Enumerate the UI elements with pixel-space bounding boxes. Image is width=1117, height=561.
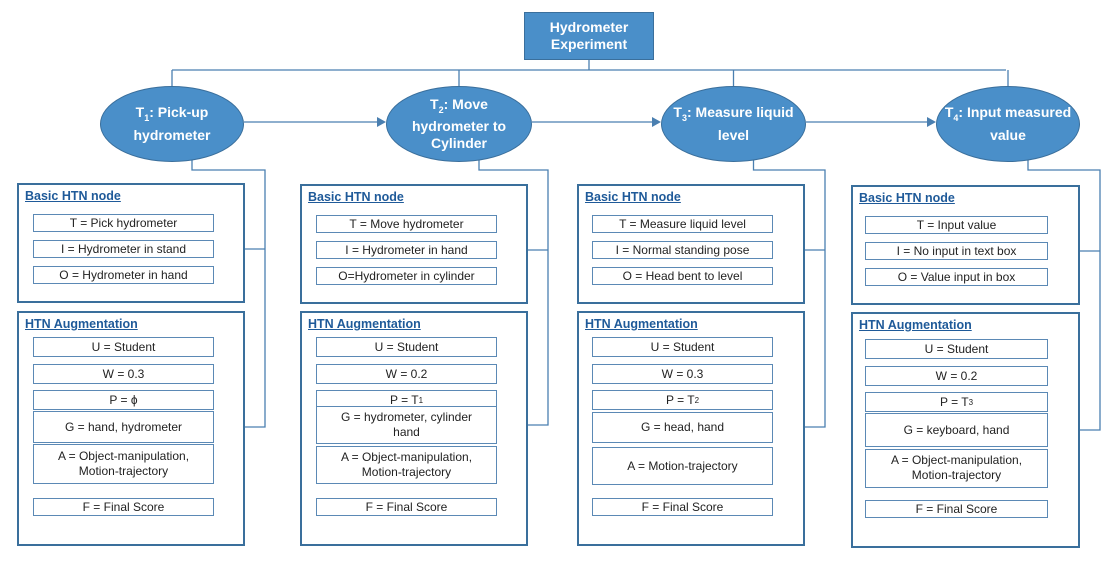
augmentation-field: P = ϕ [33, 390, 214, 410]
basic-node-field: I = Normal standing pose [592, 241, 773, 259]
arrow-t2-t3-head [652, 117, 661, 127]
augmentation-field: F = Final Score [316, 498, 497, 516]
basic-node-field: O=Hydrometer in cylinder [316, 267, 497, 285]
arrow-t3-t4-head [927, 117, 936, 127]
augmentation-field: G = hydrometer, cylinder hand [316, 406, 497, 444]
panel-title: HTN Augmentation [308, 317, 421, 331]
basic-node-field: T = Pick hydrometer [33, 214, 214, 232]
panel-title: Basic HTN node [308, 190, 404, 204]
panel-title: Basic HTN node [585, 190, 681, 204]
root-node-hydrometer-experiment: Hydrometer Experiment [524, 12, 654, 60]
augmentation-field: W = 0.2 [316, 364, 497, 384]
augmentation-field: G = hand, hydrometer [33, 411, 214, 443]
basic-node-field: O = Hydrometer in hand [33, 266, 214, 284]
basic-node-field: I = Hydrometer in stand [33, 240, 214, 258]
basic-node-field: I = Hydrometer in hand [316, 241, 497, 259]
augmentation-field: A = Object-manipulation, Motion-trajecto… [865, 448, 1048, 488]
augmentation-field: W = 0.3 [592, 364, 773, 384]
augmentation-field: G = head, hand [592, 411, 773, 443]
basic-node-field: I = No input in text box [865, 242, 1048, 260]
task-connector-1 [191, 159, 266, 428]
augmentation-field: W = 0.3 [33, 364, 214, 384]
panel-title: HTN Augmentation [585, 317, 698, 331]
basic-node-field: T = Move hydrometer [316, 215, 497, 233]
basic-node-field: T = Input value [865, 216, 1048, 234]
augmentation-field: A = Object-manipulation, Motion-trajecto… [33, 444, 214, 484]
augmentation-field: W = 0.2 [865, 366, 1048, 386]
augmentation-field: F = Final Score [865, 500, 1048, 518]
task-connector-3 [752, 159, 826, 428]
augmentation-field: F = Final Score [592, 498, 773, 516]
augmentation-field: G = keyboard, hand [865, 413, 1048, 447]
basic-node-field: O = Head bent to level [592, 267, 773, 285]
augmentation-field: U = Student [865, 339, 1048, 359]
augmentation-field: U = Student [33, 337, 214, 357]
panel-title: HTN Augmentation [859, 318, 972, 332]
panel-title: Basic HTN node [25, 189, 121, 203]
augmentation-field: F = Final Score [33, 498, 214, 516]
task-connector-2 [478, 159, 549, 426]
task-connector-4 [1027, 159, 1101, 431]
augmentation-field: A = Object-manipulation, Motion-trajecto… [316, 446, 497, 484]
basic-node-field: O = Value input in box [865, 268, 1048, 286]
arrow-t1-t2-head [377, 117, 386, 127]
basic-node-field: T = Measure liquid level [592, 215, 773, 233]
panel-title: HTN Augmentation [25, 317, 138, 331]
augmentation-field: U = Student [316, 337, 497, 357]
root-node-label: Hydrometer Experiment [549, 19, 629, 52]
augmentation-field: U = Student [592, 337, 773, 357]
augmentation-field: A = Motion-trajectory [592, 447, 773, 485]
panel-title: Basic HTN node [859, 191, 955, 205]
